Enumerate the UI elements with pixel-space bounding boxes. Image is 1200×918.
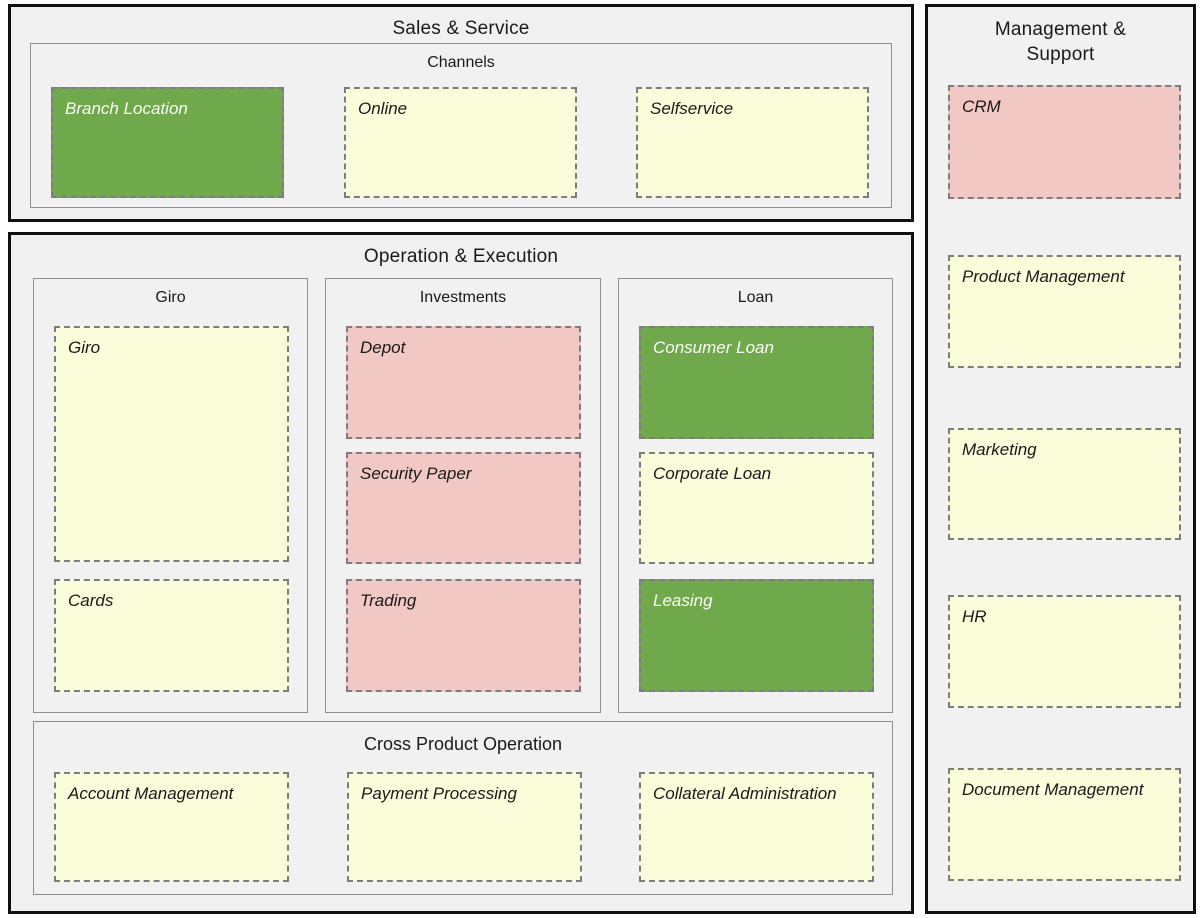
panel-management-support: Management & Support CRM Product Managem…	[925, 4, 1196, 914]
box-selfservice: Selfservice	[636, 87, 869, 198]
box-corporate-loan: Corporate Loan	[639, 452, 874, 564]
panel-management-support-title: Management & Support	[994, 19, 1127, 65]
box-payment-processing: Payment Processing	[347, 772, 582, 882]
box-product-management: Product Management	[948, 255, 1181, 368]
box-collateral-administration: Collateral Administration	[639, 772, 874, 882]
box-consumer-loan: Consumer Loan	[639, 326, 874, 439]
container-investments-title: Investments	[419, 289, 507, 306]
box-giro: Giro	[54, 326, 289, 562]
box-security-paper: Security Paper	[346, 452, 581, 564]
box-hr: HR	[948, 595, 1181, 708]
box-document-management: Document Management	[948, 768, 1181, 881]
container-loan-title: Loan	[737, 289, 774, 306]
container-giro-title: Giro	[155, 289, 186, 306]
container-channels-title: Channels	[427, 54, 495, 71]
container-investments: Investments Depot Security Paper Trading	[325, 278, 601, 713]
box-online: Online	[344, 87, 577, 198]
panel-operation-execution-title: Operation & Execution	[363, 246, 559, 267]
box-depot: Depot	[346, 326, 581, 439]
box-cards: Cards	[54, 579, 289, 692]
container-giro: Giro Giro Cards	[33, 278, 308, 713]
container-loan: Loan Consumer Loan Corporate Loan Leasin…	[618, 278, 893, 713]
box-marketing: Marketing	[948, 428, 1181, 540]
container-channels: Channels Branch Location Online Selfserv…	[30, 43, 892, 208]
box-trading: Trading	[346, 579, 581, 692]
container-cross-product-operation: Cross Product Operation Account Manageme…	[33, 721, 893, 895]
panel-sales-service: Sales & Service Channels Branch Location…	[8, 4, 914, 222]
box-account-management: Account Management	[54, 772, 289, 882]
box-crm: CRM	[948, 85, 1181, 199]
box-leasing: Leasing	[639, 579, 874, 692]
panel-sales-service-title: Sales & Service	[392, 18, 530, 39]
box-branch-location: Branch Location	[51, 87, 284, 198]
panel-operation-execution: Operation & Execution Giro Giro Cards In…	[8, 232, 914, 914]
container-cross-product-title: Cross Product Operation	[363, 734, 563, 754]
